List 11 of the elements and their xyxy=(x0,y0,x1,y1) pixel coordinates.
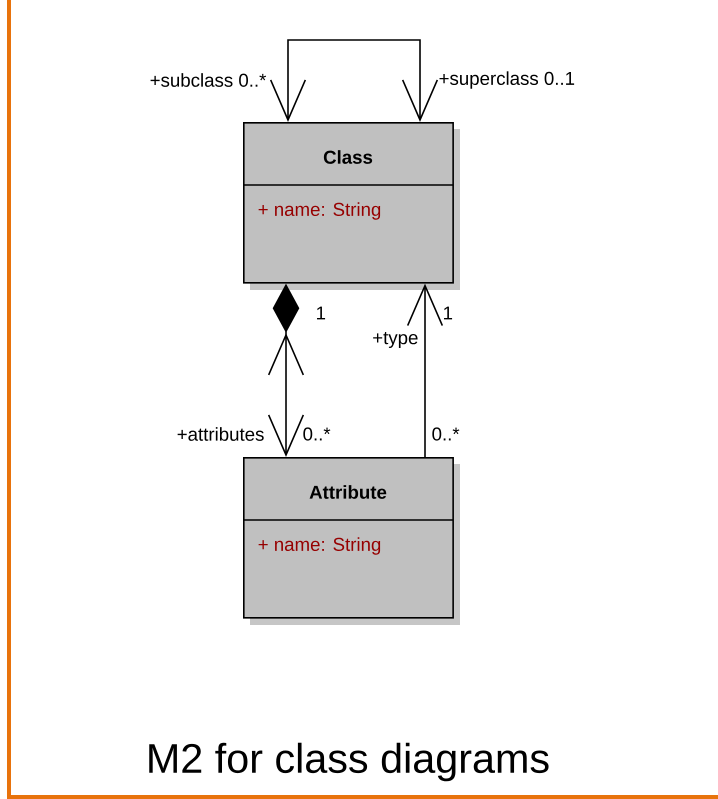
association-line xyxy=(406,284,444,457)
role-label: 0..* xyxy=(432,427,460,441)
title: M2 for class diagrams xyxy=(149,742,549,782)
class-box: Attribute + name: String xyxy=(243,457,460,625)
role-label: +attributes xyxy=(178,427,264,441)
role-label: +subclass 0..* xyxy=(150,73,266,87)
class-box: Class + name: String xyxy=(243,122,460,290)
association-line xyxy=(270,39,438,122)
role-label: +type xyxy=(373,332,418,348)
role-label: +superclass 0..1 xyxy=(440,71,574,89)
role-label: 0..* xyxy=(303,427,330,441)
